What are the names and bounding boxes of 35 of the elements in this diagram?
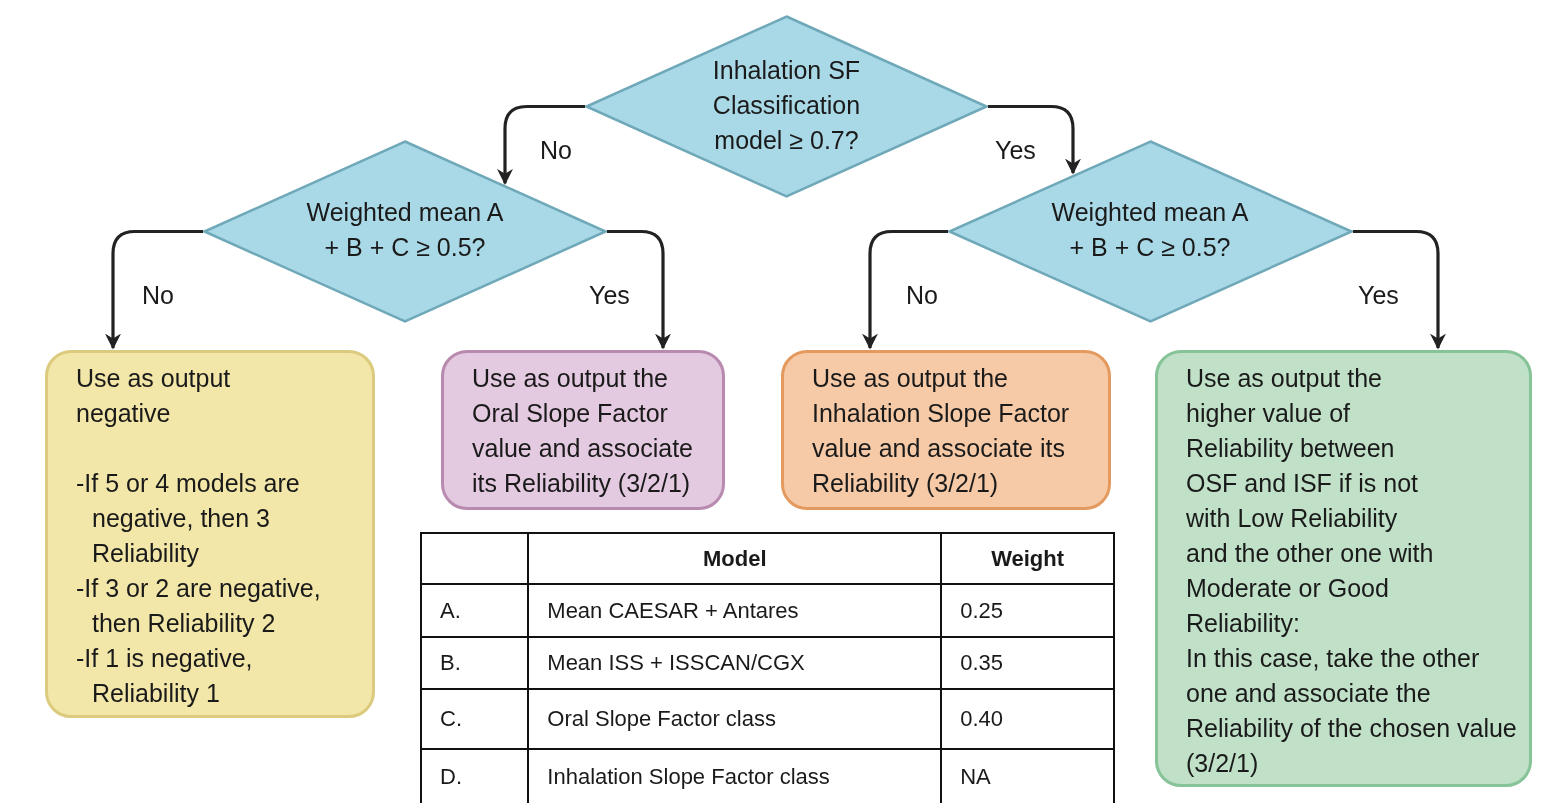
box-text: -If 5 or 4 models are negative, then 3 Reliability — [76, 468, 301, 569]
arrow — [105, 229, 203, 350]
arrow — [1353, 229, 1446, 350]
process-box — [45, 350, 375, 718]
box-text: Use as output the Inhalation Slope Factor value and associate its Reliability (3/2/1) — [812, 363, 1071, 499]
process-box — [1155, 350, 1532, 787]
decision-diamond — [948, 140, 1353, 323]
arrow — [607, 229, 671, 350]
table-cell: 0.35 — [941, 637, 1114, 689]
box-text: In this case, take the other one and associate the Reliability of the chosen value (3/2/1) — [1186, 643, 1518, 779]
box-text: Use as output the higher value of Reliability between OSF and ISF if is not with Low Reliability and the other one with Moderate or Good Reliability: — [1186, 363, 1435, 639]
arrow — [862, 229, 948, 350]
table-cell: Mean CAESAR + Antares — [528, 584, 942, 637]
table-cell: Mean ISS + ISSCAN/CGX — [528, 637, 942, 689]
arrow — [497, 104, 585, 185]
table-cell: D. — [421, 749, 529, 803]
process-box — [441, 350, 725, 510]
question-text: Weighted mean A + B + C ≥ 0.5? — [305, 197, 505, 263]
box-text: -If 1 is negative, Reliability 1 — [76, 643, 254, 709]
box-text: -If 3 or 2 are negative, then Reliability 2 — [76, 573, 322, 639]
table-cell: B. — [421, 637, 529, 689]
box-text: Use as output the Oral Slope Factor value and associate its Reliability (3/2/1) — [472, 363, 694, 499]
column-header: Model — [528, 533, 942, 584]
decision-diamond — [585, 15, 988, 198]
table-cell: 0.25 — [941, 584, 1114, 637]
table-cell: Oral Slope Factor class — [528, 689, 942, 749]
arrow — [988, 104, 1081, 175]
table-cell: C. — [421, 689, 529, 749]
table-cell: 0.40 — [941, 689, 1114, 749]
box-text: Use as output negative — [76, 363, 232, 429]
question-text: Inhalation SF Classification model ≥ 0.7? — [711, 55, 862, 156]
column-header: Weight — [941, 533, 1114, 584]
question-text: Weighted mean A + B + C ≥ 0.5? — [1050, 197, 1250, 263]
table-cell: A. — [421, 584, 529, 637]
process-box — [781, 350, 1111, 510]
